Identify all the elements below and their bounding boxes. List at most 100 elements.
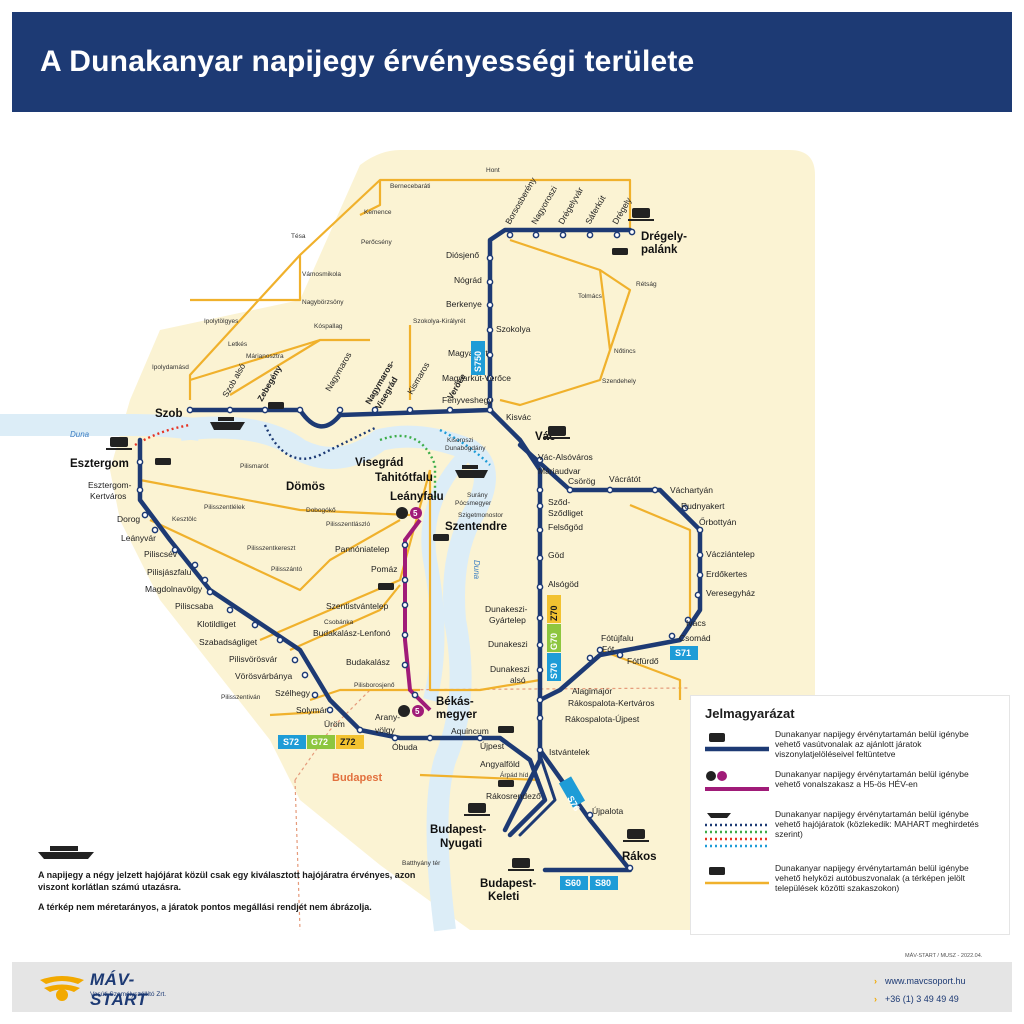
station-dregely-1: Drégely-	[641, 231, 687, 243]
station-bekas-2: megyer	[436, 709, 477, 721]
station-dot	[486, 278, 494, 286]
station-bekas-1: Békás-	[436, 696, 474, 708]
budapest-boundary	[294, 687, 691, 931]
station-dot	[651, 486, 659, 494]
bus-icon	[709, 867, 725, 875]
place-label: Dobogókő	[306, 507, 336, 514]
rail-station-label: Solymár	[296, 705, 327, 715]
rail-station-label: Gyártelep	[489, 615, 526, 625]
station-dot	[411, 691, 419, 699]
place-label: Vámosmikola	[302, 271, 341, 278]
place-label: Kisoroszi	[447, 437, 473, 444]
station-dregely-2: palánk	[641, 244, 678, 256]
hev-badge-bekasmegyer: 5	[415, 707, 420, 716]
rail-station-label: Diósjenő	[446, 250, 479, 260]
station-dot	[446, 406, 454, 414]
place-label: Bernecebaráti	[390, 183, 430, 190]
station-dot	[206, 588, 214, 596]
rail-station-label: Esztergom-	[88, 480, 132, 490]
ferry-note: A napijegy a négy jelzett hajójárat közü…	[38, 870, 416, 892]
hev-5-icon-2	[412, 705, 424, 717]
rail-station-label: alsó	[510, 675, 526, 685]
place-label: Csobánka	[324, 619, 354, 626]
station-dot	[486, 406, 494, 414]
rail-station-label: Veresegyház	[706, 588, 755, 598]
station-dot	[536, 714, 544, 722]
rail-station-label: Dunakeszi	[488, 639, 528, 649]
website-text: www.mavcsoport.hu	[885, 976, 966, 986]
place-label: Ipolytölgyes	[204, 318, 239, 325]
rail-station-label: Rákosrendező	[486, 791, 541, 801]
arrow-right-icon: ›	[874, 976, 877, 986]
rail-station-label: Budakalász-Lenfonó	[313, 628, 391, 638]
rail-station-label: Szentistvántelep	[326, 601, 389, 611]
place-label: Pilismarót	[240, 463, 269, 470]
rail-station-label: Vácziántelep	[706, 549, 755, 559]
badge-s60: S60	[565, 878, 581, 888]
station-dot	[426, 734, 434, 742]
station-dot	[536, 486, 544, 494]
rail-station-label: Szabadságliget	[199, 637, 258, 647]
station-dot	[486, 374, 494, 382]
rail-station-label: Üröm	[324, 719, 345, 729]
station-dot	[559, 231, 567, 239]
station-dot	[486, 301, 494, 309]
rail-station-label: Újpest	[480, 741, 505, 751]
badge-s71: S71	[675, 648, 691, 658]
arrow-right-icon: ›	[874, 994, 877, 1004]
website-link[interactable]: › www.mavcsoport.hu	[874, 976, 966, 986]
station-dot	[186, 406, 194, 414]
bus-icon	[612, 248, 628, 255]
station-dot	[536, 666, 544, 674]
rail-station-label: Kisvác	[506, 412, 532, 422]
rail-station-label: Csörög	[568, 476, 596, 486]
station-dot	[613, 231, 621, 239]
station-keleti-2: Keleti	[488, 891, 519, 903]
rail-station-label: Váchartyán	[670, 485, 713, 495]
bus-icon	[378, 583, 394, 590]
hev-h-icon-2	[398, 705, 410, 717]
station-leanyfalu: Leányfalu	[390, 491, 444, 503]
station-dot	[336, 406, 344, 414]
station-visegrad: Visegrád	[355, 457, 403, 469]
small-place-labels: HontBernecebarátiKemenceTésaPerőcsényVám…	[152, 167, 657, 867]
rail-station-label: Alagimajor	[572, 686, 612, 696]
station-dot	[141, 511, 149, 519]
rail-station-label: Vörösvárbánya	[235, 671, 292, 681]
station-dot	[684, 616, 692, 624]
station-dot	[536, 614, 544, 622]
station-dot	[696, 526, 704, 534]
station-dot	[696, 571, 704, 579]
legend-item-hev: Dunakanyar napijegy érvénytartamán belül…	[705, 769, 995, 799]
station-dot	[681, 504, 689, 512]
rail-station-label: Aquincum	[451, 726, 489, 736]
station-dot	[536, 641, 544, 649]
place-label: Pilisszentiván	[221, 694, 261, 701]
station-dot	[401, 576, 409, 584]
legend-hev-symbol	[705, 771, 769, 791]
badge-s80: S80	[595, 878, 611, 888]
station-dot	[586, 811, 594, 819]
legend-item-ferry: Dunakanyar napijegy érvénytartamán belül…	[705, 809, 995, 853]
place-label: Perőcsény	[361, 239, 392, 246]
station-dot	[696, 551, 704, 559]
station-dot	[628, 228, 636, 236]
badge-s71-bg	[670, 646, 698, 660]
place-label: Kóspallag	[314, 323, 343, 330]
rail-station-label: Újpalota	[592, 806, 623, 816]
legend-hev-text: Dunakanyar napijegy érvénytartamán belül…	[775, 769, 969, 789]
station-dot	[486, 326, 494, 334]
bus-icon	[268, 402, 284, 409]
rail-station-label: Angyalföld	[480, 759, 520, 769]
mode-icons	[106, 208, 654, 871]
ferry-icon	[455, 465, 488, 478]
station-dot	[171, 546, 179, 554]
train-icon	[106, 437, 132, 450]
place-label: Nőtincs	[614, 348, 636, 355]
phone-text: +36 (1) 3 49 49 49	[885, 994, 959, 1004]
place-label: Kesztölc	[172, 516, 197, 523]
station-dot	[296, 406, 304, 414]
station-dot	[566, 486, 574, 494]
rail-station-label: völgy	[375, 725, 396, 735]
badge-z70-bg	[547, 595, 561, 623]
